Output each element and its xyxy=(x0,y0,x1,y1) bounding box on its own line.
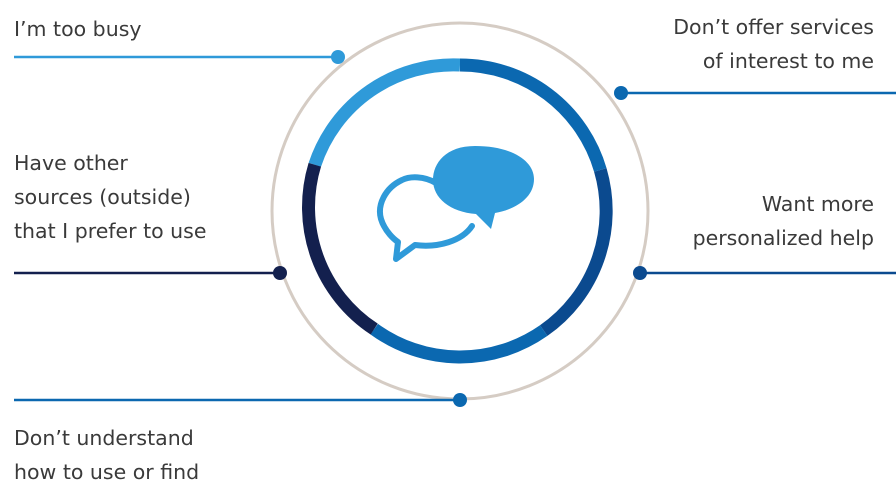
marker-personalized xyxy=(633,266,647,280)
label-line: of interest to me xyxy=(702,49,874,73)
label-line: Don’t offer services xyxy=(673,15,874,39)
bubble-filled-icon xyxy=(433,146,534,229)
label-line: Want more xyxy=(761,192,874,216)
label-line: personalized help xyxy=(692,226,874,250)
label-line: I’m too busy xyxy=(14,17,142,41)
ring-segment-mid xyxy=(459,58,607,172)
label-line: Don’t understand xyxy=(14,426,194,450)
ring-segment-navy xyxy=(302,162,378,335)
label-line: how to use or find xyxy=(14,460,200,484)
outer-ring xyxy=(270,21,650,401)
ring-segment-light xyxy=(308,58,461,167)
segmented-ring xyxy=(302,58,613,364)
label-line: that I prefer to use xyxy=(14,219,207,243)
label-line: Have other xyxy=(14,151,128,175)
marker-too-busy xyxy=(331,50,345,64)
connectors xyxy=(14,55,896,402)
ring-segment-dark-right xyxy=(539,168,613,336)
label-dont-offer-services: Don’t offer services of interest to me xyxy=(673,10,874,78)
markers xyxy=(273,50,647,407)
bubble-outline-icon xyxy=(377,174,475,262)
marker-dont-offer xyxy=(614,86,628,100)
speech-bubbles-icon xyxy=(377,146,534,262)
label-line: sources (outside) xyxy=(14,185,191,209)
ring-segment-mid-bottom xyxy=(370,323,548,364)
label-personalized-help: Want more personalized help xyxy=(693,187,874,255)
label-dont-understand: Don’t understand how to use or find xyxy=(14,421,199,487)
label-too-busy: I’m too busy xyxy=(14,12,142,46)
marker-dont-understand xyxy=(453,393,467,407)
label-other-sources: Have other sources (outside) that I pref… xyxy=(14,146,206,248)
marker-other-sources xyxy=(273,266,287,280)
